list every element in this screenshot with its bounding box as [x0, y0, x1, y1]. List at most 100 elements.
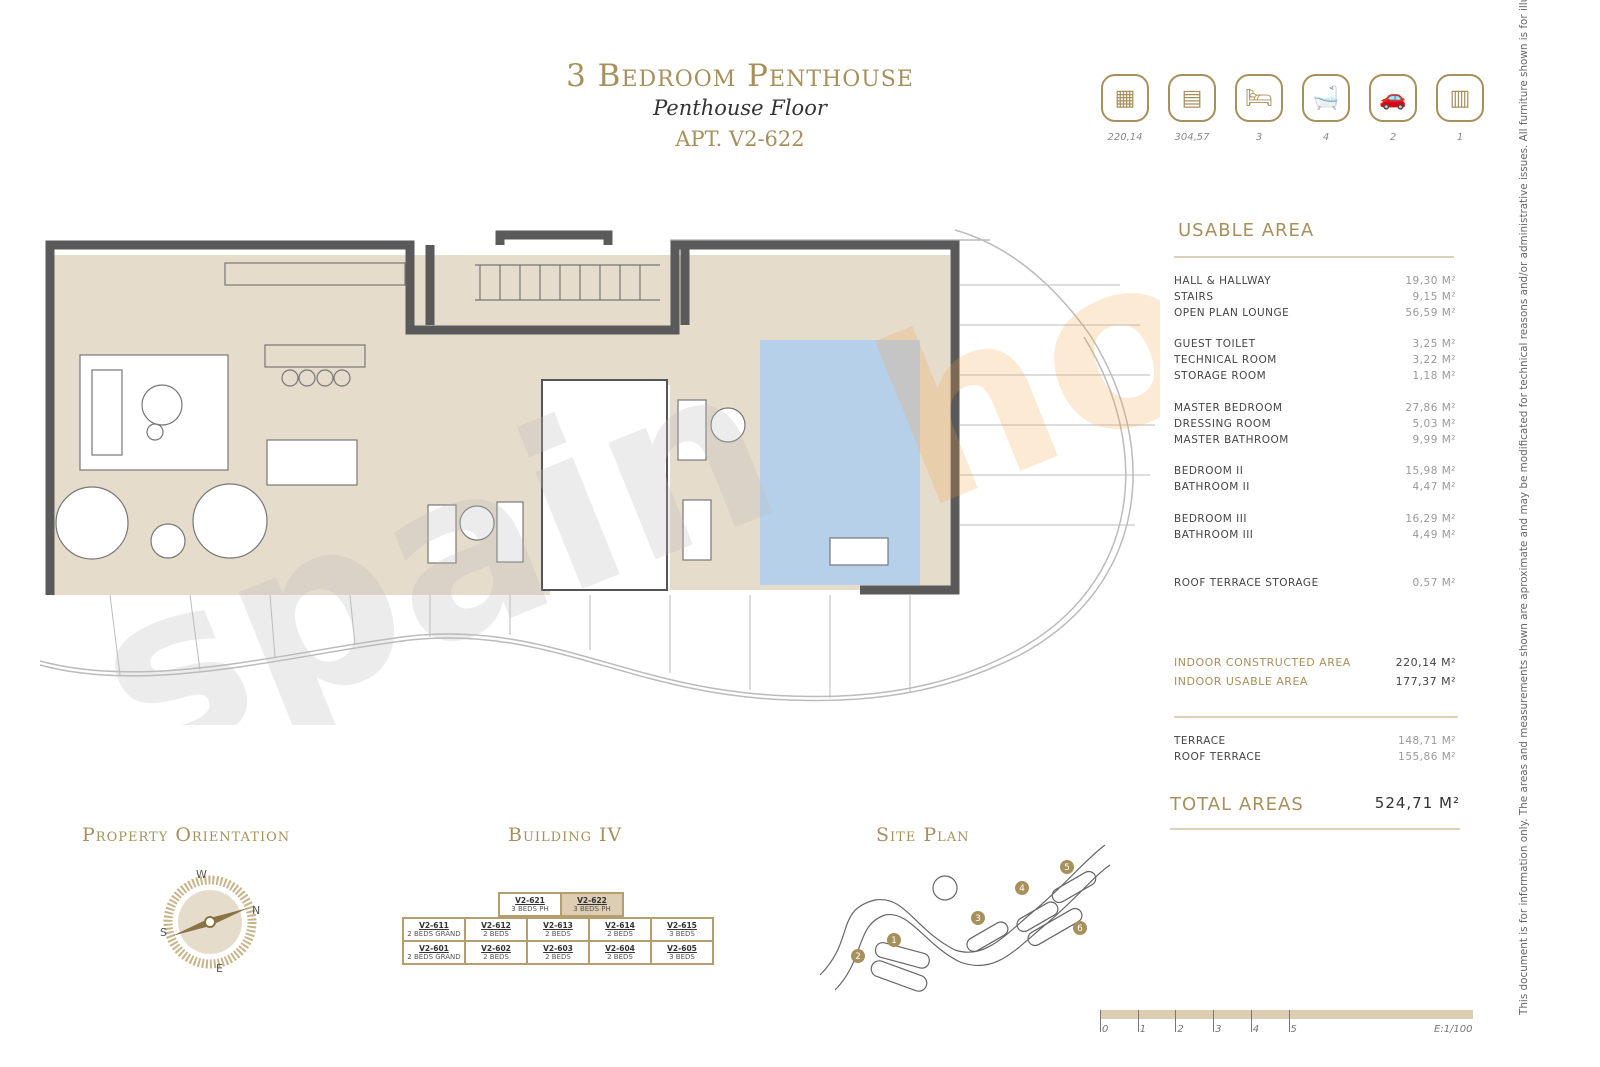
site-plan-title: Site Plan [876, 824, 970, 846]
divider [1174, 256, 1454, 258]
feature-parking: 🚗2 [1365, 74, 1421, 143]
unit-number: V2-615 [667, 920, 697, 930]
area-value: 148,71 M² [1398, 735, 1456, 747]
unit-number: V2-614 [605, 920, 635, 930]
area-value: 5,03 M² [1412, 418, 1456, 430]
svg-text:5: 5 [1064, 863, 1070, 873]
area-value: 3,22 M² [1412, 354, 1456, 366]
area-label: BATHROOM III [1174, 529, 1254, 541]
area-label: STORAGE ROOM [1174, 370, 1267, 382]
scale-tick-label: 0 [1102, 1024, 1109, 1035]
unit-type: 2 BEDS GRAND [407, 929, 461, 938]
scale-tick [1250, 1010, 1252, 1032]
scale-tick [1100, 1010, 1101, 1032]
area-row: OPEN PLAN LOUNGE 56,59 M² [1174, 307, 1456, 319]
site-marker: 1 [887, 933, 901, 947]
unit-number: V2-601 [419, 943, 449, 953]
apartment-number: APT. V2-622 [675, 127, 805, 151]
unit-type: 2 BEDS [483, 952, 509, 961]
feature-value: 4 [1322, 132, 1330, 143]
area-label: STAIRS [1174, 291, 1214, 303]
divider [1170, 828, 1460, 830]
total-label: TOTAL AREAS [1170, 794, 1304, 815]
scale-tick-label: 4 [1252, 1024, 1260, 1035]
unit-type: 2 BEDS [483, 929, 509, 938]
site-marker: 4 [1015, 881, 1029, 895]
compass: W N S E [158, 868, 262, 975]
building-title: Building IV [508, 824, 623, 846]
storage-icon: ▥ [1436, 74, 1484, 122]
area-label: OPEN PLAN LOUNGE [1174, 307, 1290, 319]
scale-bar [1100, 1010, 1473, 1019]
total-areas: TOTAL AREAS 524,71 M² [1170, 794, 1460, 815]
disclaimer: This document is for information only. T… [1518, 0, 1530, 1015]
scale-tick [1175, 1010, 1177, 1032]
feature-indoor-area: ▦220,14 [1097, 74, 1153, 143]
area-label: ROOF TERRACE [1174, 751, 1262, 763]
area-value: 56,59 M² [1405, 307, 1456, 319]
unit-type: 3 BEDS PH [511, 904, 549, 913]
svg-text:4: 4 [1019, 884, 1025, 894]
scale-ratio: E:1/100 [1434, 1024, 1473, 1035]
unit-type: 3 BEDS [669, 929, 695, 938]
unit-type: 2 BEDS [545, 952, 571, 961]
unit-number: V2-612 [481, 920, 511, 930]
svg-text:2: 2 [855, 952, 861, 962]
unit-number: V2-613 [543, 920, 573, 930]
compass-w: W [196, 868, 207, 881]
bathtub-icon: 🛁 [1302, 74, 1350, 122]
scale-tick [1137, 1010, 1139, 1032]
area-value: 16,29 M² [1405, 513, 1456, 525]
compass-rose-icon [163, 875, 257, 969]
area-value: 9,99 M² [1412, 434, 1456, 446]
area-label: INDOOR CONSTRUCTED AREA [1174, 656, 1351, 669]
area-value: 155,86 M² [1398, 751, 1456, 763]
indoor-area-icon: ▦ [1101, 74, 1149, 122]
unit-type: 2 BEDS [545, 929, 571, 938]
terraces-row: ROOF TERRACE 155,86 M² [1174, 751, 1456, 763]
area-label: TECHNICAL ROOM [1174, 354, 1277, 366]
bed-icon: 🛏 [1235, 74, 1283, 122]
scale-tick-label: 5 [1290, 1024, 1297, 1035]
orientation-title: Property Orientation [82, 824, 291, 846]
area-row: TECHNICAL ROOM 3,22 M² [1174, 354, 1456, 366]
unit-number: V2-605 [667, 943, 697, 953]
area-label: GUEST TOILET [1174, 338, 1256, 350]
area-label: ROOF TERRACE STORAGE [1174, 577, 1319, 589]
svg-text:1: 1 [891, 936, 897, 946]
area-value: 9,15 M² [1412, 291, 1456, 303]
area-value: 19,30 M² [1405, 275, 1456, 287]
svg-text:3: 3 [975, 914, 981, 924]
scale-tick [1288, 1010, 1290, 1032]
feature-value: 2 [1389, 132, 1397, 143]
unit-type: 3 BEDS PH [573, 904, 611, 913]
area-value: 4,47 M² [1412, 481, 1456, 493]
feature-storage: ▥1 [1432, 74, 1488, 143]
unit-number: V2-603 [543, 943, 573, 953]
feature-value: 304,57 [1174, 132, 1210, 143]
